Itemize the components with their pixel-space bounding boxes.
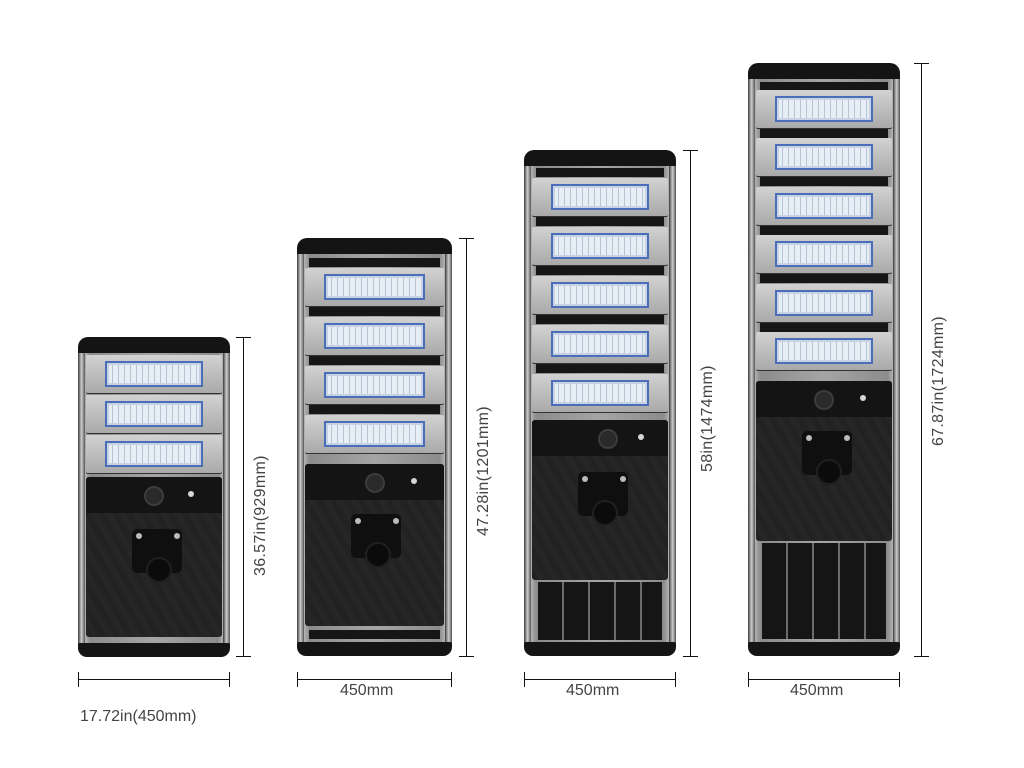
side-rail [669,166,676,646]
width-label: 450mm [790,682,844,699]
battery-box [532,420,668,580]
battery-box [86,477,222,637]
led-panel [105,441,203,467]
battery-box [305,464,444,626]
led-panel [775,290,873,316]
lamp-3-module [78,337,230,657]
led-panel [551,331,649,357]
height-label: 58in(1474mm) [699,365,716,472]
indicator-dot [411,478,417,484]
vent-gap [309,307,440,316]
vent-gap [309,356,440,365]
side-rail [297,254,304,646]
side-rail [748,79,755,646]
led-panel [775,96,873,122]
led-panel [324,323,425,349]
led-module [756,187,892,225]
width-label: 450mm [566,682,620,699]
led-panel [775,338,873,364]
height-label: 36.57in(929mm) [252,455,269,576]
led-panel [551,380,649,406]
side-rail [524,166,531,646]
indicator-dot [638,434,644,440]
lamp-bottom-cap [524,642,676,656]
led-module [86,355,222,393]
led-panel [775,193,873,219]
led-panel [775,241,873,267]
lamp-4-module [297,238,452,656]
battery-box [756,381,892,541]
width-label: 450mm [340,682,394,699]
lamp-bottom-cap [297,642,452,656]
indicator-dot [860,395,866,401]
height-label: 67.87in(1724mm) [930,316,947,446]
motion-sensor-icon [598,429,618,449]
vent-gap [536,217,664,226]
vent-gap [536,315,664,324]
led-panel [324,372,425,398]
solar-panel [538,582,662,640]
motion-sensor-icon [814,390,834,410]
vent-gap [760,129,888,138]
led-panel [551,184,649,210]
vent-gap [760,82,888,91]
led-module [532,227,668,265]
led-panel [551,233,649,259]
width-label: 17.72in(450mm) [80,708,197,725]
side-rail [445,254,452,646]
lamp-5-module [524,150,676,656]
led-module [756,90,892,128]
lamp-bottom-cap [748,642,900,656]
vent-gap [760,177,888,186]
vent-gap [309,630,440,639]
motion-sensor-icon [365,473,385,493]
lamp-bottom-cap [78,643,230,657]
led-panel [105,361,203,387]
led-panel [324,274,425,300]
vent-gap [309,405,440,414]
led-module [756,332,892,370]
lamp-6-module [748,63,900,656]
vent-gap [536,364,664,373]
led-module [532,374,668,412]
led-module [86,395,222,433]
vent-gap [309,258,440,267]
led-panel [775,144,873,170]
vent-gap [760,226,888,235]
side-rail [78,353,85,647]
led-panel [105,401,203,427]
motion-sensor-icon [144,486,164,506]
lamp-top-cap [78,337,230,357]
vent-gap [536,266,664,275]
vent-gap [760,274,888,283]
led-panel [324,421,425,447]
side-rail [223,353,230,647]
led-module [532,325,668,363]
lamp-top-cap [297,238,452,258]
led-module [86,435,222,473]
led-module [756,284,892,322]
vent-gap [536,168,664,177]
led-module [305,317,444,355]
indicator-dot [188,491,194,497]
lamp-top-cap [748,63,900,83]
height-label: 47.28in(1201mm) [475,406,492,536]
side-rail [893,79,900,646]
led-module [305,366,444,404]
vent-gap [760,323,888,332]
led-module [532,276,668,314]
solar-panel [762,543,886,639]
pole-mount-bracket [802,431,852,485]
led-module [532,178,668,216]
led-module [756,235,892,273]
led-panel [551,282,649,308]
led-module [305,268,444,306]
led-module [756,138,892,176]
led-module [305,415,444,453]
lamp-top-cap [524,150,676,170]
